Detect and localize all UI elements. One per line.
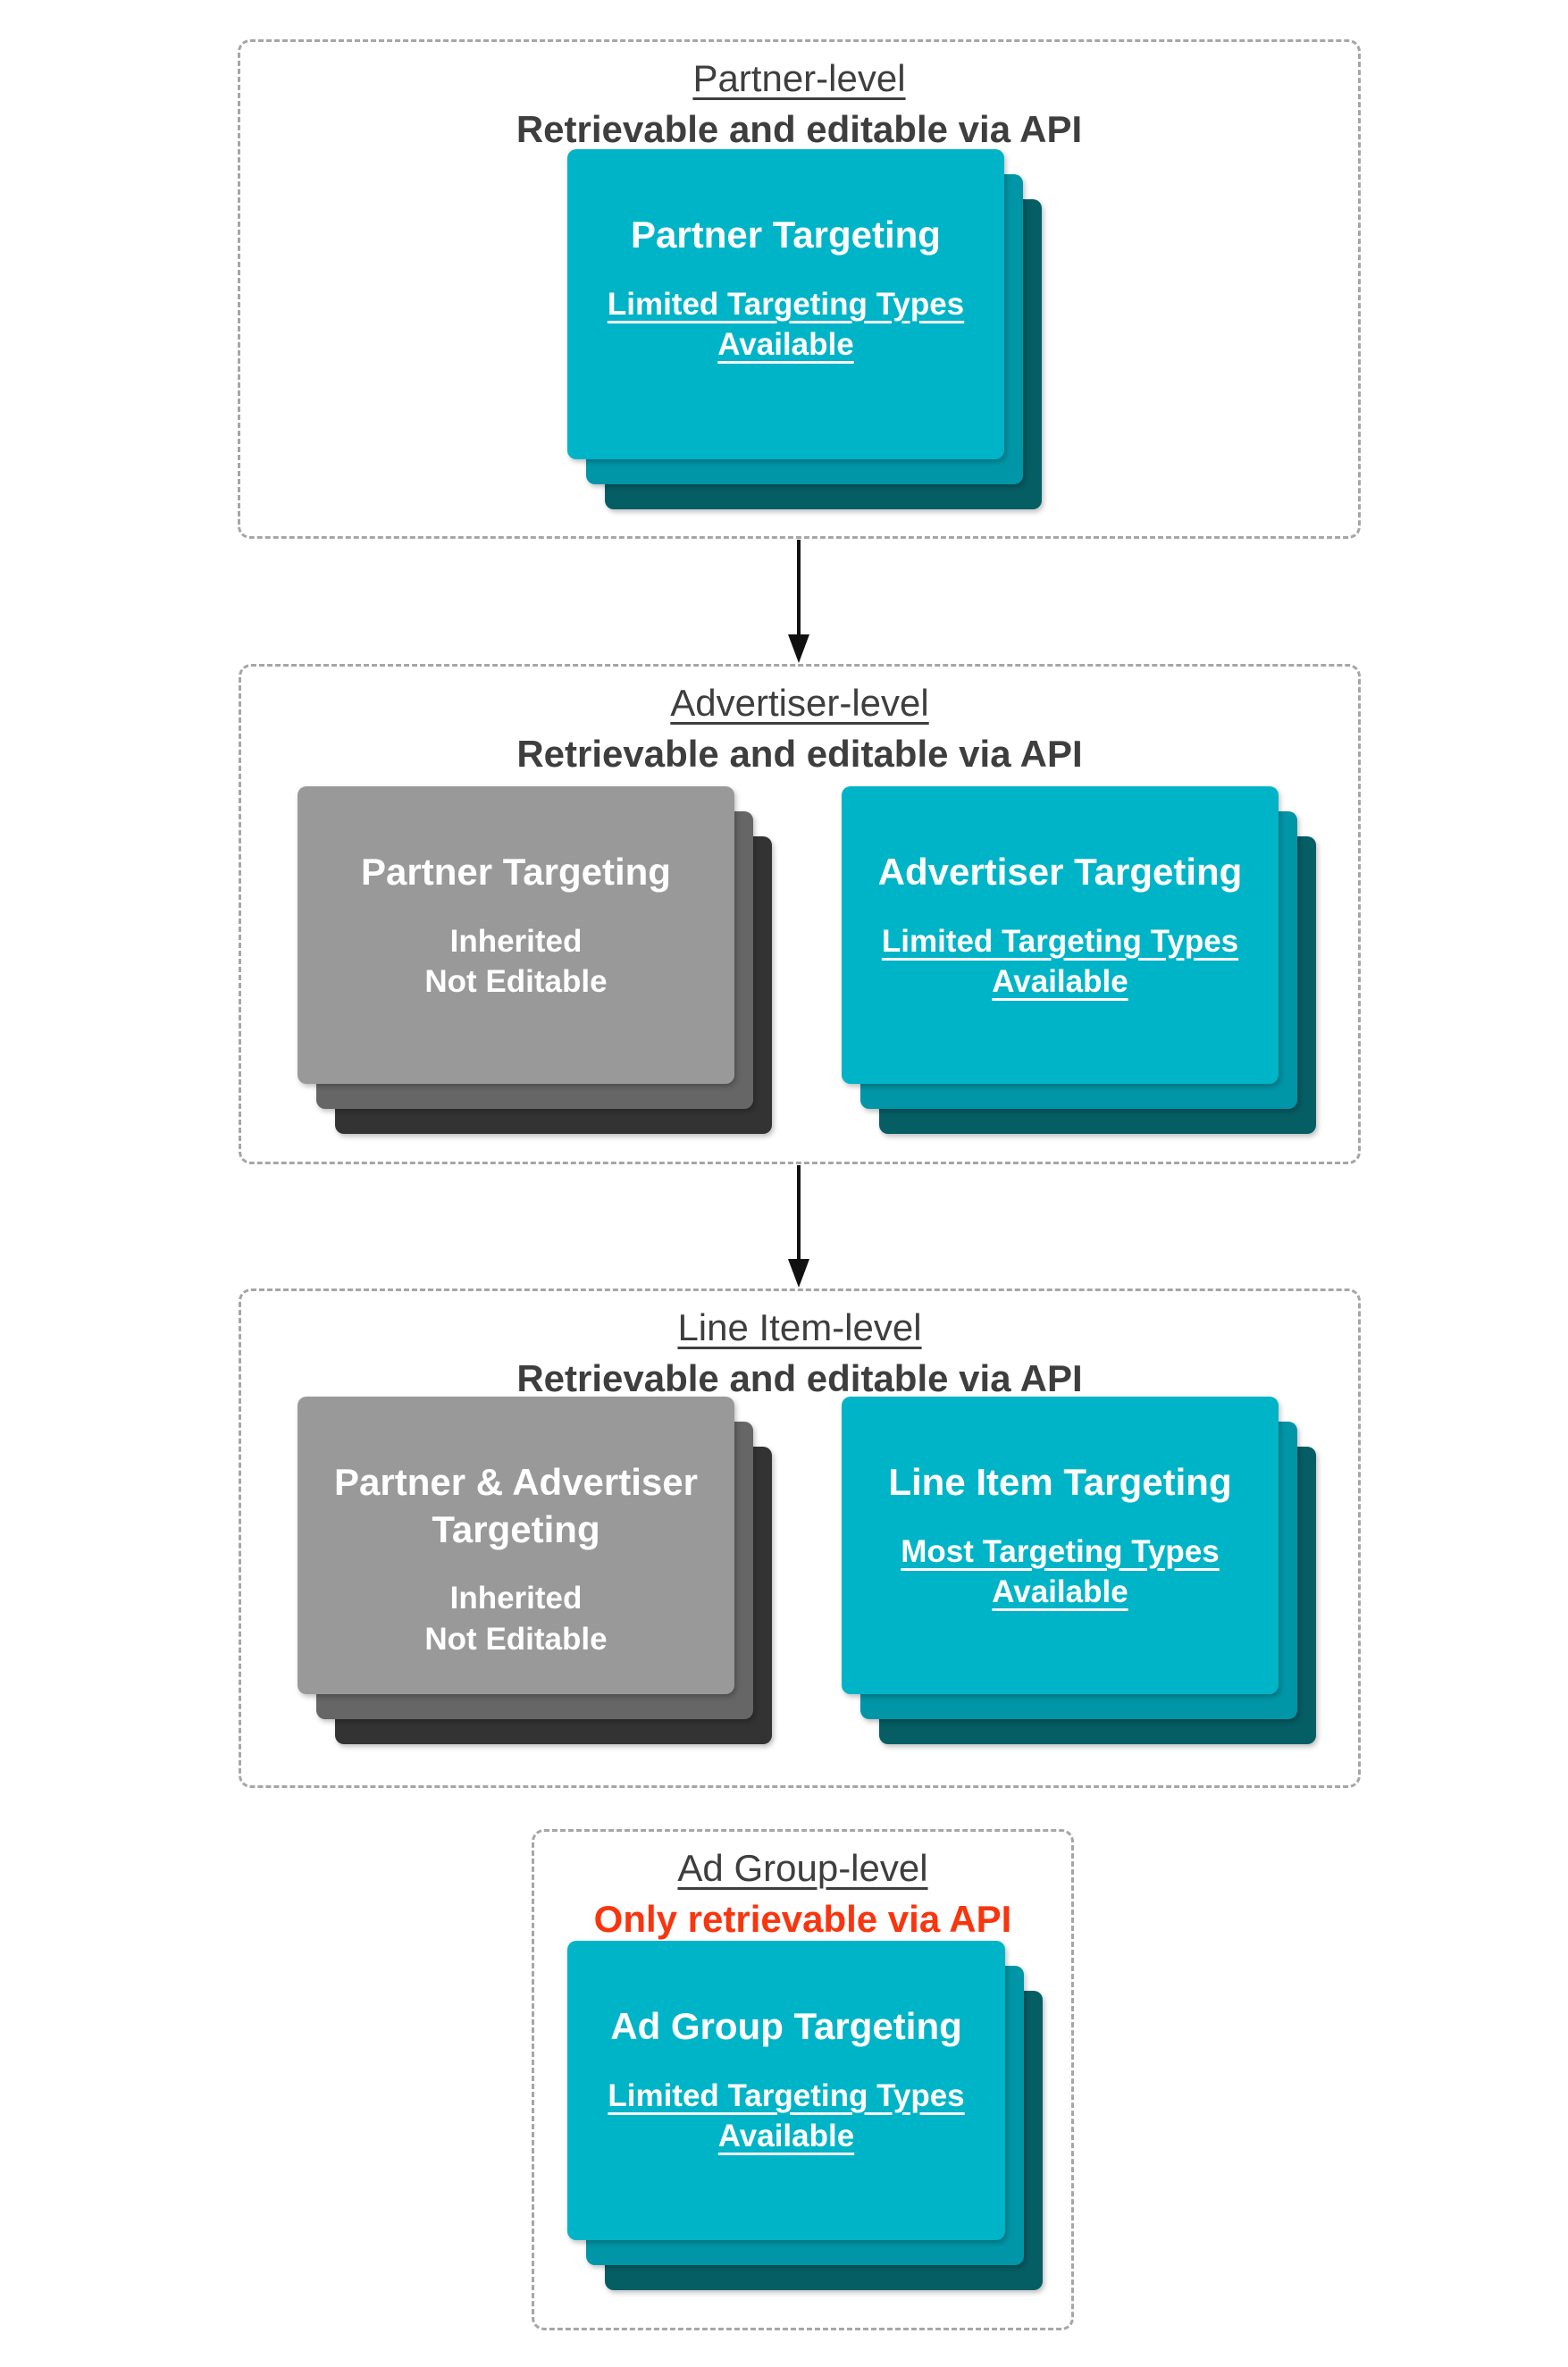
panel-advertiser-heading: Advertiser-level	[670, 682, 929, 724]
panel-line-item-subheading: Retrievable and editable via API	[516, 1356, 1083, 1399]
arrow-head-icon	[788, 1259, 809, 1288]
card-subtitle: Limited Targeting Types Available	[608, 2077, 965, 2154]
card-line-item-targeting: Line Item Targeting Most Targeting Types…	[842, 1397, 1279, 1694]
card-stack-ad-group-targeting: Ad Group Targeting Limited Targeting Typ…	[567, 1941, 1043, 2290]
panel-line-item-level: Line Item-level Retrievable and editable…	[239, 1288, 1361, 1788]
panel-advertiser-subheading: Retrievable and editable via API	[516, 732, 1083, 775]
card-stack-line-item-targeting: Line Item Targeting Most Targeting Types…	[842, 1397, 1316, 1744]
panel-partner-heading: Partner-level	[692, 57, 906, 99]
card-partner-advertiser-targeting: Partner & Advertiser Targeting Inherited…	[298, 1397, 734, 1694]
card-ad-group-targeting: Ad Group Targeting Limited Targeting Typ…	[567, 1941, 1005, 2240]
card-title: Partner Targeting	[361, 851, 671, 893]
panel-partner-level: Partner-level Retrievable and editable v…	[238, 39, 1361, 539]
card-title: Ad Group Targeting	[610, 2005, 962, 2047]
panel-ad-group-level: Ad Group-level Only retrievable via API	[532, 1829, 1074, 2330]
card-stack-partner-advertiser-targeting-inherited: Partner & Advertiser Targeting Inherited…	[298, 1397, 772, 1744]
card-title: Line Item Targeting	[888, 1461, 1232, 1503]
arrow-head-icon	[788, 634, 809, 663]
card-subtitle: Most Targeting Types Available	[901, 1533, 1220, 1610]
panel-partner-subheading: Retrievable and editable via API	[516, 107, 1083, 150]
flow-arrow-partner-to-advertiser	[779, 540, 818, 663]
card-subtitle: Limited Targeting Types Available	[881, 923, 1239, 1000]
card-subtitle: Limited Targeting Types Available	[607, 286, 965, 363]
arrow-shaft	[797, 540, 801, 634]
card-title: Advertiser Targeting	[877, 851, 1243, 893]
card-partner-targeting: Partner Targeting Limited Targeting Type…	[567, 149, 1004, 459]
card-subtitle: Inherited Not Editable	[424, 1581, 608, 1657]
card-title: Partner & Advertiser Targeting	[334, 1461, 698, 1550]
card-stack-partner-targeting-inherited: Partner Targeting Inherited Not Editable	[298, 786, 772, 1134]
card-advertiser-targeting: Advertiser Targeting Limited Targeting T…	[842, 786, 1279, 1084]
card-title: Partner Targeting	[631, 214, 941, 256]
arrow-shaft	[797, 1165, 801, 1259]
flow-arrow-advertiser-to-line-item	[779, 1165, 818, 1288]
card-stack-partner-targeting: Partner Targeting Limited Targeting Type…	[567, 149, 1042, 509]
card-partner-targeting-inherited: Partner Targeting Inherited Not Editable	[298, 786, 734, 1084]
panel-ad-group-subheading: Only retrievable via API	[593, 1897, 1012, 1940]
panel-advertiser-level: Advertiser-level Retrievable and editabl…	[239, 664, 1361, 1164]
card-subtitle: Inherited Not Editable	[424, 923, 608, 1000]
card-stack-advertiser-targeting: Advertiser Targeting Limited Targeting T…	[842, 786, 1316, 1134]
panel-ad-group-heading: Ad Group-level	[677, 1847, 928, 1889]
panel-line-item-heading: Line Item-level	[677, 1306, 922, 1348]
